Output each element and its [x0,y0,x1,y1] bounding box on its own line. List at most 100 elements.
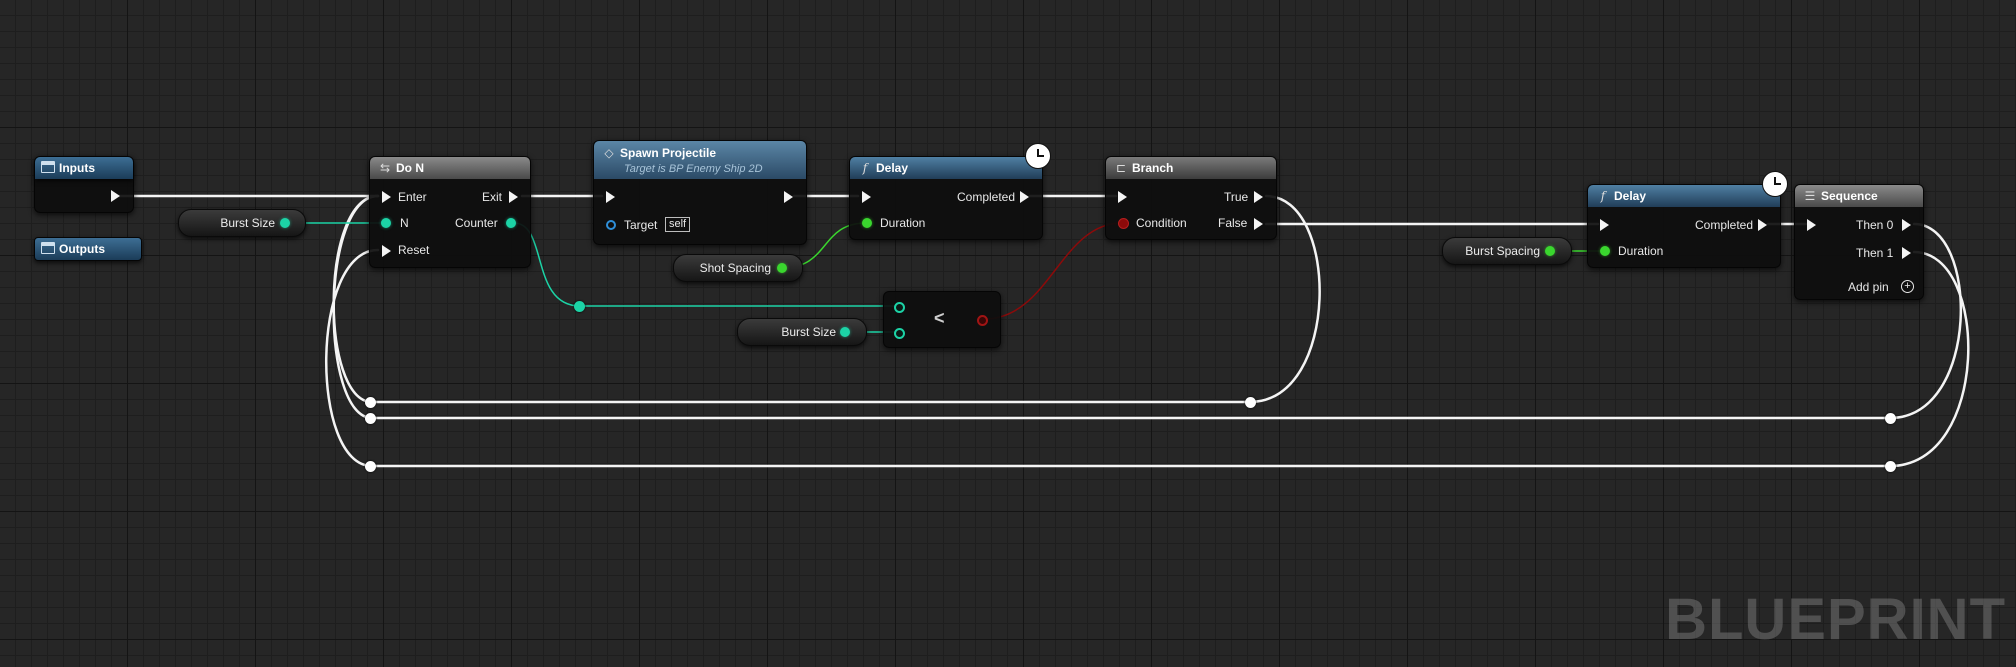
compare-symbol: < [934,308,945,328]
sequence-then1-pin[interactable] [1902,247,1911,259]
do-n-header: ⇆ Do N [370,157,530,179]
sequence-then1-label: Then 1 [1856,246,1894,260]
add-pin-icon[interactable]: + [1901,280,1914,293]
delay-2-exec-in-pin[interactable] [1600,219,1609,231]
compare-a-pin[interactable] [894,302,905,313]
blueprint-watermark: BLUEPRINT [1665,587,2006,652]
do-n-reset-label: Reset [398,243,430,257]
reroute-knot[interactable] [365,461,376,472]
tunnel-icon [41,161,55,173]
do-n-icon: ⇆ [379,161,391,175]
wire-compare-to-condition [983,222,1123,320]
compare-result-pin[interactable] [977,315,988,326]
sequence-then0-pin[interactable] [1902,219,1911,231]
burst-size-output-pin-2[interactable] [840,327,850,337]
spawn-projectile-header: ◇ Spawn Projectile Target is BP Enemy Shi… [594,141,806,179]
do-n-title: Do N [396,161,424,175]
delay-node[interactable]: f Delay Completed Duration [849,156,1043,240]
reroute-knot[interactable] [365,413,376,424]
delay-2-completed-pin[interactable] [1758,219,1767,231]
shot-spacing-getter[interactable]: Shot Spacing [673,254,803,282]
branch-node[interactable]: ⊏ Branch Condition True False [1105,156,1277,240]
outputs-tunnel-title: Outputs [59,242,105,256]
sequence-header: ☰ Sequence [1795,185,1923,207]
burst-size-output-pin[interactable] [280,218,290,228]
branch-false-pin[interactable] [1254,218,1263,230]
delay-completed-pin[interactable] [1020,191,1029,203]
sequence-title: Sequence [1821,189,1878,203]
reroute-knot[interactable] [1885,413,1896,424]
spawn-projectile-title: Spawn Projectile [620,146,717,160]
branch-icon: ⊏ [1115,161,1127,175]
burst-spacing-output-pin[interactable] [1545,246,1555,256]
compare-less-node[interactable]: < [883,291,1001,348]
inputs-exec-pin[interactable] [111,190,120,202]
do-n-enter-label: Enter [398,190,427,204]
shot-spacing-output-pin[interactable] [777,263,787,273]
spawn-projectile-subtitle: Target is BP Enemy Ship 2D [624,163,763,175]
shot-spacing-label: Shot Spacing [699,261,771,275]
branch-true-label: True [1224,190,1249,204]
compare-b-pin[interactable] [894,328,905,339]
spawn-exec-in-pin[interactable] [606,191,615,203]
inputs-tunnel-node[interactable]: Inputs [34,156,134,213]
branch-header: ⊏ Branch [1106,157,1276,179]
burst-size-getter[interactable]: Burst Size [178,209,306,237]
function-call-icon: ◇ [604,146,614,160]
reroute-knot[interactable] [365,397,376,408]
delay-exec-in-pin[interactable] [862,191,871,203]
do-n-reset-pin[interactable] [382,245,391,257]
branch-title: Branch [1132,161,1174,175]
burst-spacing-getter[interactable]: Burst Spacing [1442,237,1572,265]
function-icon: f [862,161,868,175]
do-n-counter-pin[interactable] [506,218,516,228]
outputs-tunnel-node[interactable]: Outputs [34,237,142,261]
do-n-exit-pin[interactable] [509,191,518,203]
burst-size-label: Burst Size [220,216,275,230]
spawn-target-pin[interactable] [606,220,616,230]
latent-clock-icon [1025,143,1051,169]
delay-title: Delay [876,161,909,175]
do-n-node[interactable]: ⇆ Do N Enter N Reset Exit Counter [369,156,531,268]
spawn-target-default: self [665,217,691,232]
wire-then0-loop [332,194,1963,420]
inputs-tunnel-header: Inputs [35,157,133,179]
sequence-node[interactable]: ☰ Sequence Then 0 Then 1 Add pin + [1794,184,1924,300]
delay-2-duration-label: Duration [1618,244,1664,258]
reroute-knot-integer[interactable] [574,301,585,312]
branch-exec-in-pin[interactable] [1118,191,1127,203]
do-n-n-pin[interactable] [381,218,391,228]
do-n-enter-pin[interactable] [382,191,391,203]
function-icon: f [1600,189,1606,203]
do-n-n-label: N [400,216,409,230]
reroute-knot[interactable] [1245,397,1256,408]
sequence-exec-in-pin[interactable] [1807,219,1816,231]
branch-true-pin[interactable] [1254,191,1263,203]
burst-size-label-2: Burst Size [781,325,836,339]
branch-condition-pin[interactable] [1118,218,1129,229]
branch-false-label: False [1218,216,1248,230]
delay-completed-label: Completed [957,190,1016,204]
latent-clock-icon [1762,171,1788,197]
delay-2-duration-pin[interactable] [1600,246,1610,256]
delay-2-title: Delay [1614,189,1647,203]
inputs-tunnel-title: Inputs [59,161,95,175]
do-n-exit-label: Exit [482,190,503,204]
burst-size-getter-2[interactable]: Burst Size [737,318,867,346]
spawn-target-label: Target [624,218,658,232]
delay-2-header: f Delay [1588,185,1780,207]
delay-duration-pin[interactable] [862,218,872,228]
spawn-projectile-node[interactable]: ◇ Spawn Projectile Target is BP Enemy Shi… [593,140,807,245]
sequence-add-pin-label[interactable]: Add pin [1848,280,1889,294]
delay-duration-label: Duration [880,216,926,230]
wire-then1-loop [325,248,1970,468]
reroute-knot[interactable] [1885,461,1896,472]
sequence-then0-label: Then 0 [1856,218,1894,232]
spawn-exec-out-pin[interactable] [784,191,793,203]
do-n-counter-label: Counter [455,216,498,230]
branch-condition-label: Condition [1136,216,1187,230]
delay-header: f Delay [850,157,1042,179]
sequence-icon: ☰ [1804,189,1816,203]
